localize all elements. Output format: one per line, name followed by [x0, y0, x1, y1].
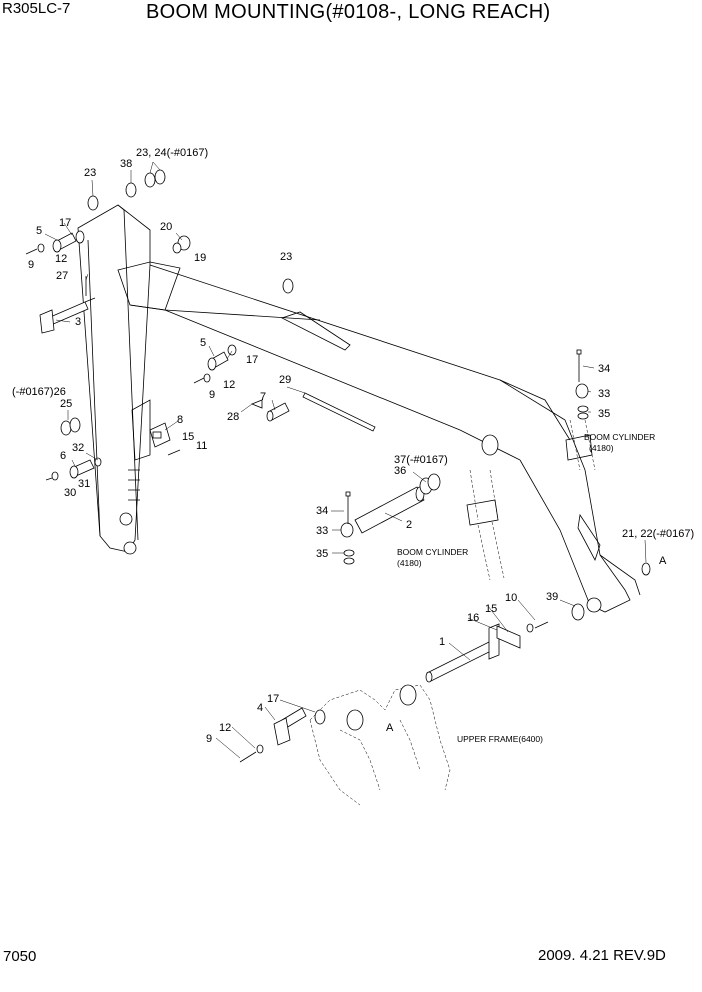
callout-35-b: 35 [316, 548, 328, 560]
callout-37: 37(-#0167) [394, 454, 448, 466]
callout-12-c: 12 [219, 722, 231, 734]
pin-7 [266, 402, 290, 422]
callout-4: 4 [257, 702, 263, 714]
callout-33: 33 [598, 388, 610, 400]
callout-2: 2 [406, 519, 412, 531]
callout-15-b: 15 [485, 603, 497, 615]
callout-32: 32 [72, 442, 84, 454]
plate-16 [496, 625, 521, 649]
note-boom-cylinder-right-ref: (4180) [589, 443, 614, 453]
callout-27: 27 [56, 270, 68, 282]
callout-34: 34 [598, 363, 610, 375]
callout-8: 8 [177, 414, 183, 426]
pin-5-upper [52, 232, 77, 253]
ref-a-bottom: A [386, 722, 394, 734]
callout-33-b: 33 [316, 525, 328, 537]
callout-30: 30 [64, 487, 76, 499]
pin-1 [425, 623, 500, 683]
callout-15: 15 [182, 431, 194, 443]
model-number: R305LC-7 [2, 0, 71, 17]
callout-23-24: 23, 24(-#0167) [136, 147, 208, 159]
callout-5: 5 [36, 225, 42, 237]
rod-29 [302, 392, 376, 432]
bracket-8 [149, 422, 171, 448]
callout-17: 17 [59, 217, 71, 229]
callout-12-b: 12 [223, 379, 235, 391]
callout-16: 16 [467, 612, 479, 624]
callout-1: 1 [439, 636, 445, 648]
callout-26: (-#0167)26 [12, 386, 66, 398]
callout-29: 29 [279, 374, 291, 386]
pin-6 [69, 459, 95, 479]
callout-38: 38 [120, 158, 132, 170]
callout-35: 35 [598, 408, 610, 420]
callout-39: 39 [546, 591, 558, 603]
boom-arm [77, 204, 641, 613]
callout-9-c: 9 [206, 733, 212, 745]
note-boom-cylinder-center: BOOM CYLINDER [397, 547, 468, 557]
callout-12: 12 [55, 253, 67, 265]
pin-2 [354, 486, 425, 534]
note-upper-frame: UPPER FRAME(6400) [457, 734, 543, 744]
callout-3: 3 [75, 316, 81, 328]
pin-4 [273, 707, 307, 746]
pin-5-mid [207, 351, 229, 371]
bolts [25, 248, 582, 763]
callout-28: 28 [227, 411, 239, 423]
note-boom-cylinder-right: BOOM CYLINDER [584, 432, 655, 442]
callout-17-b: 17 [246, 354, 258, 366]
callout-34-b: 34 [316, 505, 328, 517]
callout-25: 25 [60, 398, 72, 410]
callout-17-c: 17 [267, 693, 279, 705]
note-boom-cylinder-center-ref: (4180) [397, 558, 422, 568]
callout-7: 7 [260, 391, 266, 403]
callout-31: 31 [78, 478, 90, 490]
callout-23: 23 [84, 167, 96, 179]
callout-5-b: 5 [200, 337, 206, 349]
callout-19: 19 [194, 252, 206, 264]
spherical-bearings [340, 383, 589, 565]
upper-frame [309, 684, 451, 806]
callout-9-b: 9 [209, 389, 215, 401]
callout-6: 6 [60, 450, 66, 462]
callout-20: 20 [160, 221, 172, 233]
date-revision: 2009. 4.21 REV.9D [538, 947, 666, 964]
washers [37, 169, 651, 754]
page-number: 7050 [3, 948, 37, 965]
callout-11: 11 [196, 440, 207, 452]
leader-lines [44, 161, 647, 759]
page-title: BOOM MOUNTING(#0108-, LONG REACH) [146, 1, 551, 23]
callout-36: 36 [394, 465, 406, 477]
ref-a-right: A [659, 555, 667, 567]
callout-21-22: 21, 22(-#0167) [622, 528, 694, 540]
callout-labels: 23 38 23, 24(-#0167) 17 5 20 19 9 12 27 … [12, 147, 694, 745]
callout-9: 9 [28, 259, 34, 271]
callout-23-b: 23 [280, 251, 292, 263]
callout-10: 10 [505, 592, 517, 604]
pin-3 [39, 297, 96, 334]
